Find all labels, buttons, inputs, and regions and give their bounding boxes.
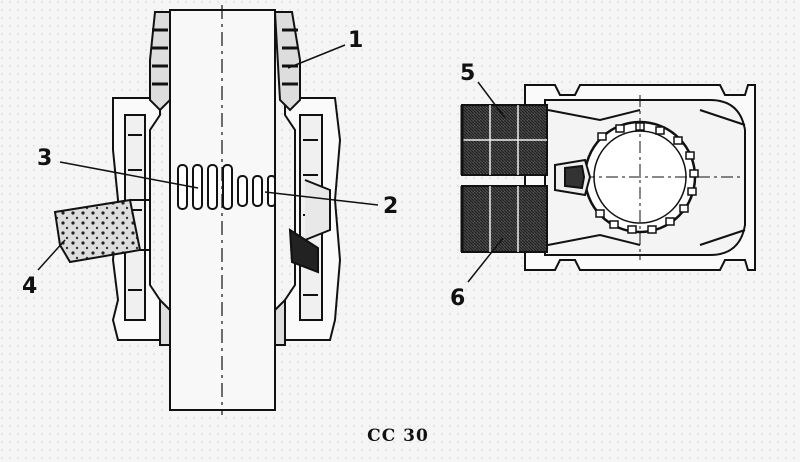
top-collar xyxy=(149,11,171,112)
callout-4: 4 xyxy=(22,274,37,299)
callout-2: 2 xyxy=(383,194,398,219)
cylinder-liner xyxy=(169,9,276,411)
figure-caption: CC 30 xyxy=(367,426,429,446)
cooling-passage-right xyxy=(304,179,331,241)
right-plan-view xyxy=(460,84,756,271)
callout-1: 1 xyxy=(348,28,363,53)
leader-lines-right xyxy=(467,81,506,283)
hatched-block-6 xyxy=(461,185,548,253)
port-slots xyxy=(177,164,276,210)
leader-lines-left xyxy=(37,44,379,271)
left-section-view xyxy=(53,5,342,415)
callout-6: 6 xyxy=(450,286,465,311)
callout-5: 5 xyxy=(460,61,475,86)
callout-3: 3 xyxy=(37,146,52,171)
inlet-stub xyxy=(53,198,142,264)
